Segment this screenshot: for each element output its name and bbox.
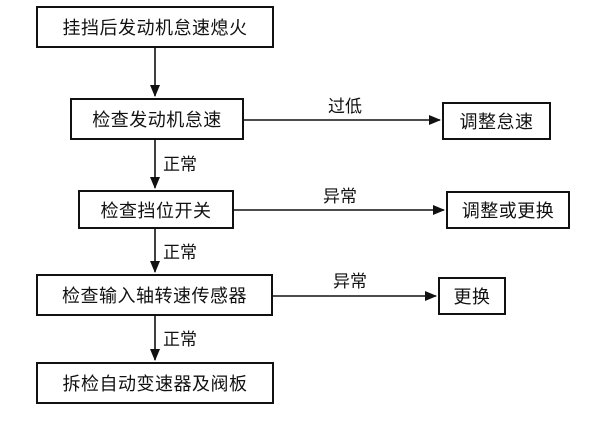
branch-condition-abnormal-1: 异常 xyxy=(323,187,357,207)
branch-condition-abnormal-2: 异常 xyxy=(333,272,367,292)
action-adjust-idle-box: 调整怠速 xyxy=(442,102,551,140)
step-5-box: 拆检自动变速器及阀板 xyxy=(36,362,274,404)
action-adjust-idle-label: 调整怠速 xyxy=(459,112,534,133)
normal-label-3: 正常 xyxy=(163,330,197,350)
step-3-label: 检查挡位开关 xyxy=(100,200,212,222)
normal-label-2: 正常 xyxy=(163,243,197,263)
action-replace-box: 更换 xyxy=(438,277,506,315)
step-3-box: 检查挡位开关 xyxy=(78,190,234,229)
step-2-label: 检查发动机怠速 xyxy=(92,110,222,131)
branch-condition-too-low: 过低 xyxy=(328,97,362,117)
step-1-label: 挂挡后发动机怠速熄火 xyxy=(62,18,248,39)
step-4-label: 检查输入轴转速传感器 xyxy=(62,286,247,307)
action-adjust-or-replace-box: 调整或更换 xyxy=(446,191,570,229)
step-2-box: 检查发动机怠速 xyxy=(70,98,244,140)
normal-label-1: 正常 xyxy=(163,155,197,175)
action-adjust-or-replace-label: 调整或更换 xyxy=(461,201,555,222)
step-5-label: 拆检自动变速器及阀板 xyxy=(62,374,248,395)
step-1-box: 挂挡后发动机怠速熄火 xyxy=(36,6,274,48)
action-replace-label: 更换 xyxy=(453,287,491,308)
step-4-box: 检查输入轴转速传感器 xyxy=(36,274,273,316)
